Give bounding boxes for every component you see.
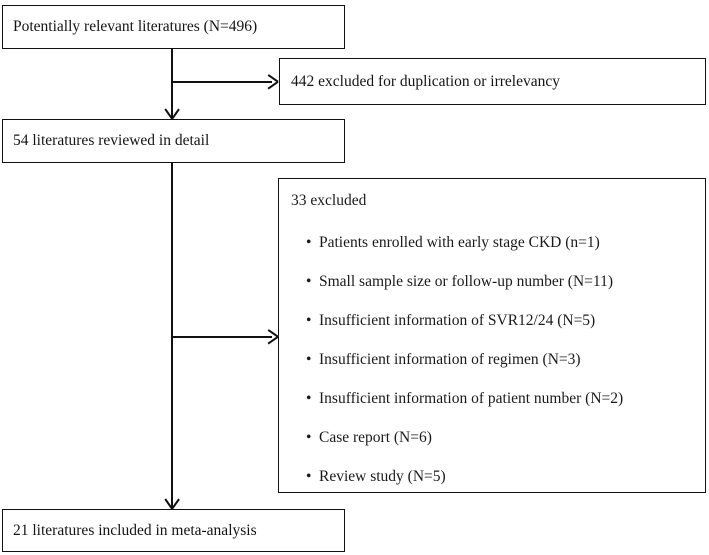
exclusion-reason-item: • Insufficient information of patient num… xyxy=(306,391,623,407)
node-excluded-duplication xyxy=(279,58,706,105)
node-label-literatures-reviewed-in-detail: 54 literatures reviewed in detail xyxy=(13,132,210,149)
node-label-literatures-included-in-meta-analysis: 21 literatures included in meta-analysis xyxy=(13,522,257,539)
bullet-icon: • xyxy=(306,351,312,368)
bullet-icon: • xyxy=(306,390,312,407)
connector-reviewed-to-included xyxy=(171,163,173,510)
bullet-icon: • xyxy=(306,234,312,251)
node-label-excluded-after-review-heading: 33 excluded xyxy=(291,192,367,209)
node-excluded-after-review xyxy=(278,178,706,493)
exclusion-reason-label: Patients enrolled with early stage CKD (… xyxy=(319,234,600,251)
exclusion-reason-item: • Review study (N=5) xyxy=(306,469,446,485)
exclusion-reason-item: • Insufficient information of SVR12/24 (N… xyxy=(306,313,595,329)
bullet-icon: • xyxy=(306,468,312,485)
exclusion-reason-item: • Insufficient information of regimen (N=… xyxy=(306,352,581,368)
exclusion-reason-item: • Small sample size or follow-up number (… xyxy=(306,274,613,290)
exclusion-reason-label: Review study (N=5) xyxy=(319,468,446,485)
node-potentially-relevant-literatures xyxy=(2,5,345,49)
exclusion-reason-label: Small sample size or follow-up number (N… xyxy=(319,273,613,290)
node-label-excluded-duplication: 442 excluded for duplication or irreleva… xyxy=(291,73,560,90)
exclusion-reason-item: • Case report (N=6) xyxy=(306,430,432,446)
exclusion-reason-item: • Patients enrolled with early stage CKD … xyxy=(306,235,600,251)
exclusion-reason-label: Insufficient information of SVR12/24 (N=… xyxy=(319,312,596,329)
exclusion-reason-label: Insufficient information of regimen (N=3… xyxy=(319,351,581,368)
node-label-potentially-relevant-literatures: Potentially relevant literatures (N=496) xyxy=(13,18,258,35)
bullet-icon: • xyxy=(306,312,312,329)
connector-branch-to-excluded-duplication xyxy=(172,81,272,83)
exclusion-reason-label: Case report (N=6) xyxy=(319,429,432,446)
node-literatures-reviewed-in-detail xyxy=(2,119,345,163)
connector-identified-to-reviewed xyxy=(171,49,173,120)
bullet-icon: • xyxy=(306,429,312,446)
node-literatures-included-in-meta-analysis xyxy=(2,509,345,552)
exclusion-reason-label: Insufficient information of patient numb… xyxy=(319,390,624,407)
bullet-icon: • xyxy=(306,273,312,290)
connector-branch-to-excluded-detail xyxy=(172,336,272,338)
